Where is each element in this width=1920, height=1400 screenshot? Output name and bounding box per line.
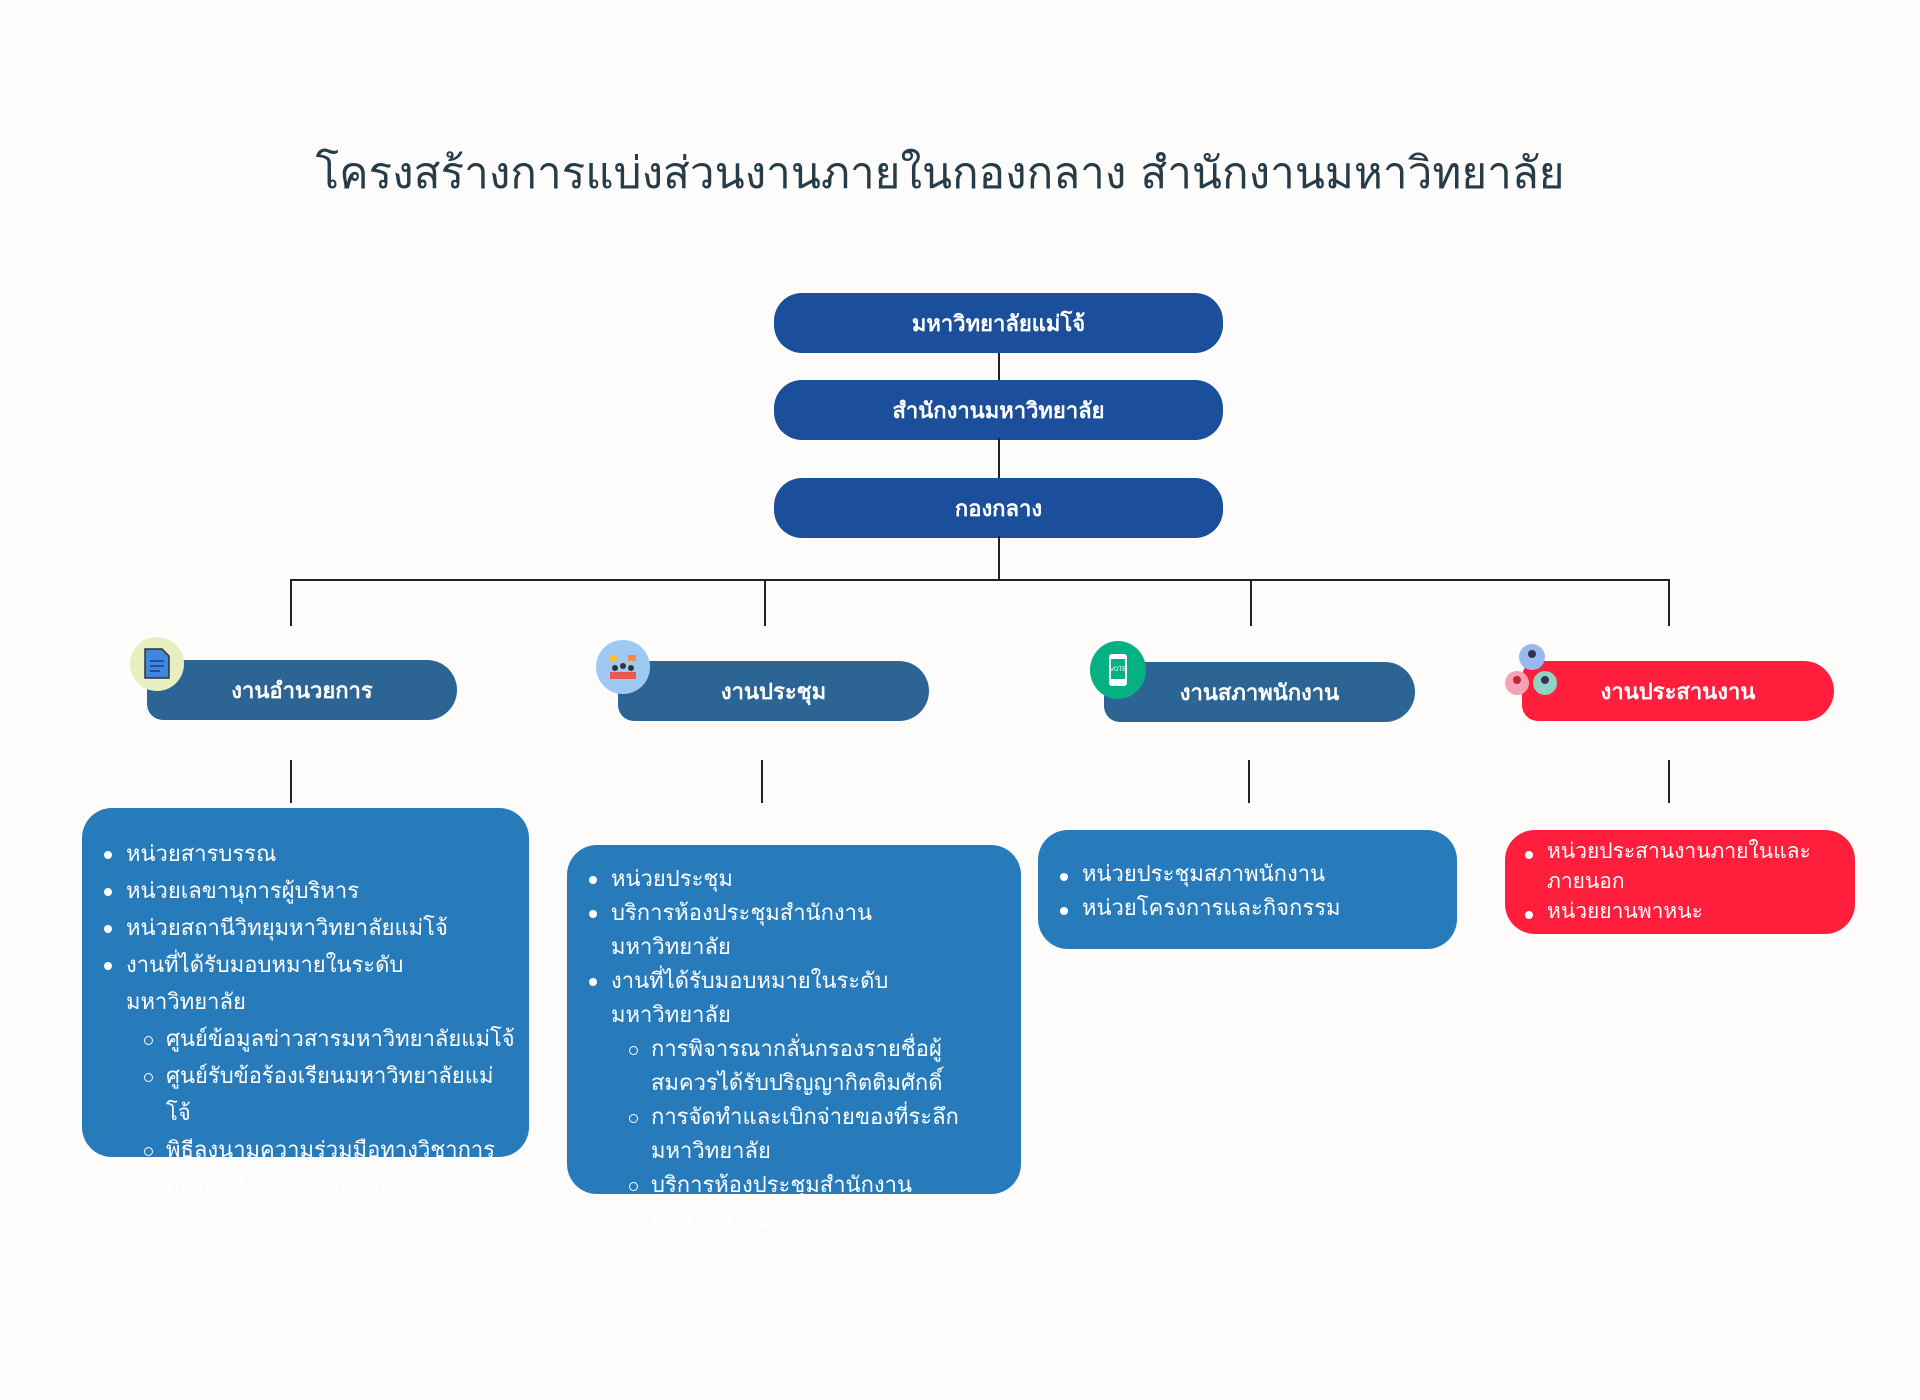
list-item: หน่วยประสานงานภายในและภายนอก: [1523, 836, 1835, 896]
unit-detail-admin: หน่วยสารบรรณ หน่วยเลขานุการผู้บริหาร หน่…: [82, 808, 529, 1200]
list-item: หน่วยโครงการและกิจกรรม: [1058, 892, 1445, 926]
people-network-icon: [1503, 643, 1561, 699]
unit-detail-staff-council: หน่วยประชุมสภาพนักงาน หน่วยโครงการและกิจ…: [1038, 830, 1457, 949]
unit-header-meeting: งานประชุม: [618, 661, 929, 721]
unit-detail-meeting: หน่วยประชุม บริการห้องประชุมสำนักงานมหาว…: [567, 845, 1021, 1232]
connector: [290, 580, 292, 626]
connector: [998, 438, 1000, 478]
list-item: งานที่ได้รับมอบหมายในระดับมหาวิทยาลัย: [102, 947, 517, 1021]
page-title: โครงสร้างการแบ่งส่วนงานภายในกองกลาง สำนั…: [315, 148, 1565, 199]
sub-list-item: กองทุนสำนักงานมหาวิทยาลัย: [102, 1169, 517, 1206]
connector: [1668, 580, 1670, 626]
sub-list-item: ศูนย์ข้อมูลข่าวสารมหาวิทยาลัยแม่โจ้: [102, 1021, 517, 1058]
vote-phone-icon: VOTE: [1090, 641, 1146, 699]
connector: [764, 580, 766, 626]
unit-header-staff-council: งานสภาพนักงาน: [1104, 662, 1415, 722]
connector: [1250, 580, 1252, 626]
connector: [1668, 760, 1670, 803]
connector: [290, 760, 292, 803]
connector-horizontal: [290, 579, 1670, 581]
unit-detail-coordination: หน่วยประสานงานภายในและภายนอก หน่วยยานพาห…: [1505, 830, 1855, 934]
sub-list-item: บริการห้องประชุมสำนักงานมหาวิทยาลัย: [587, 1169, 981, 1237]
list-item: หน่วยเลขานุการผู้บริหาร: [102, 873, 517, 910]
connector: [998, 536, 1000, 580]
document-icon: [130, 637, 184, 691]
list-item: หน่วยสถานีวิทยุมหาวิทยาลัยแม่โจ้: [102, 910, 517, 947]
sub-list-item: ศูนย์รับข้อร้องเรียนมหาวิทยาลัยแม่โจ้: [102, 1058, 517, 1132]
list-item: หน่วยประชุมสภาพนักงาน: [1058, 858, 1445, 892]
connector: [761, 760, 763, 803]
list-item: หน่วยยานพาหนะ: [1523, 896, 1835, 926]
list-item: หน่วยประชุม: [587, 863, 981, 897]
node-central-division: กองกลาง: [774, 478, 1223, 538]
unit-header-admin: งานอำนวยการ: [147, 660, 457, 720]
connector: [998, 353, 1000, 380]
sub-list-item: การจัดทำและเบิกจ่ายของที่ระลึกมหาวิทยาลั…: [587, 1101, 981, 1169]
sub-list-item: พิธีลงนามความร่วมมือทางวิชาการ: [102, 1132, 517, 1169]
list-item: บริการห้องประชุมสำนักงานมหาวิทยาลัย: [587, 897, 981, 965]
list-item: หน่วยสารบรรณ: [102, 836, 517, 873]
node-office: สำนักงานมหาวิทยาลัย: [774, 380, 1223, 440]
list-item: งานที่ได้รับมอบหมายในระดับมหาวิทยาลัย: [587, 965, 981, 1033]
svg-text:VOTE: VOTE: [1110, 666, 1126, 673]
connector: [1248, 760, 1250, 803]
node-university: มหาวิทยาลัยแม่โจ้: [774, 293, 1223, 353]
meeting-icon: [596, 640, 650, 694]
sub-list-item: การพิจารณากลั่นกรองรายชื่อผู้สมควรได้รับ…: [587, 1033, 981, 1101]
unit-header-coordination: งานประสานงาน: [1522, 661, 1834, 721]
